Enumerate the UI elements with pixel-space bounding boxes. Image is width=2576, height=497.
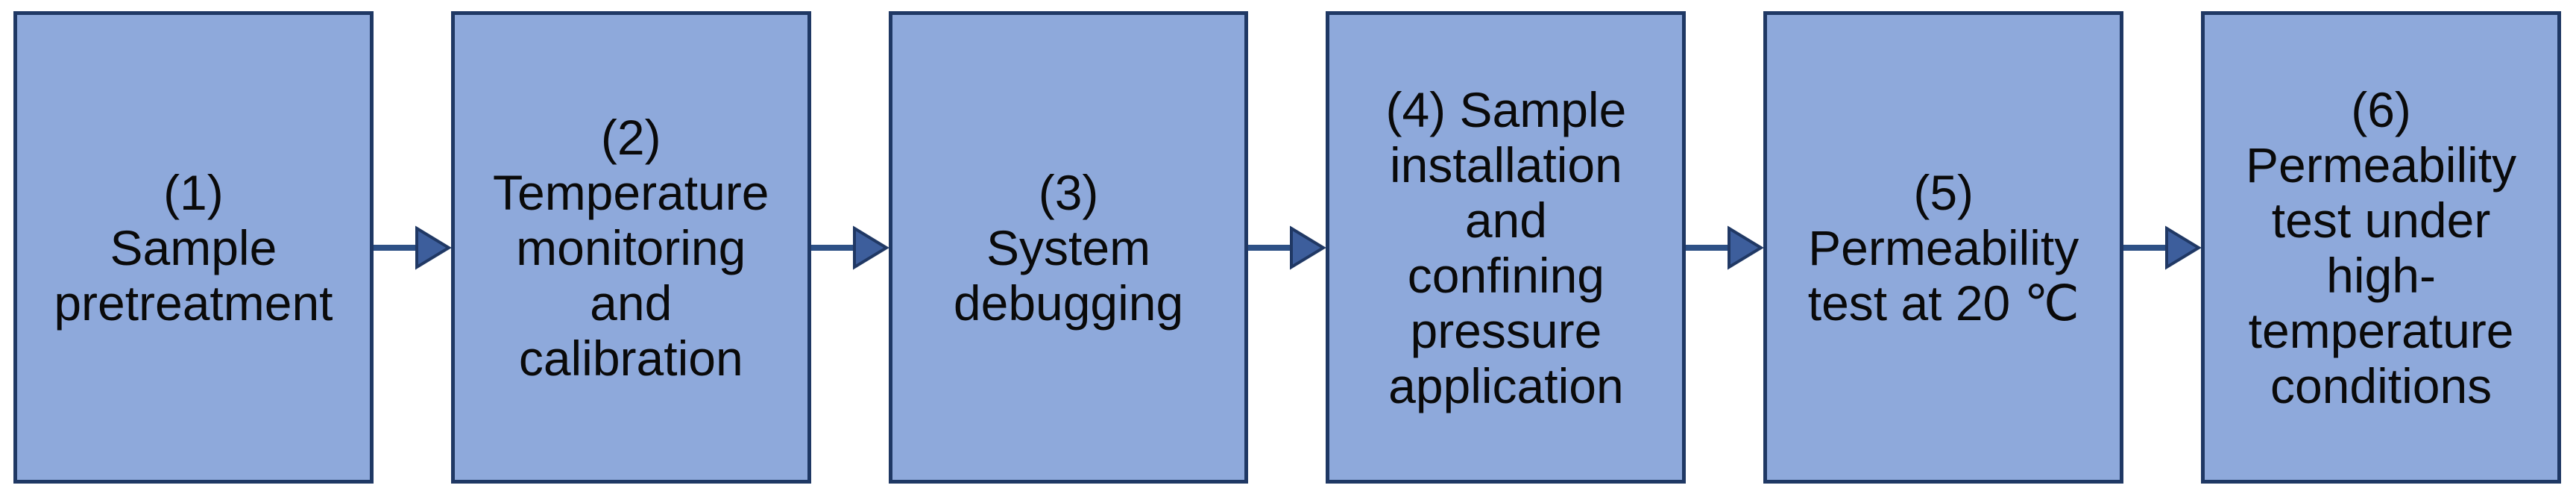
step-label-1: (1) Sample pretreatment bbox=[54, 164, 333, 331]
arrow-right-icon bbox=[1686, 225, 1764, 270]
step-box-6: (6) Permeability test under high- temper… bbox=[2201, 11, 2561, 484]
step-box-4: (4) Sample installation and confining pr… bbox=[1326, 11, 1687, 484]
step-label-2: (2) Temperature monitoring and calibrati… bbox=[492, 109, 769, 386]
step-label-3: (3) System debugging bbox=[953, 164, 1184, 331]
arrow-right-icon bbox=[1248, 225, 1326, 270]
step-label-4: (4) Sample installation and confining pr… bbox=[1385, 81, 1627, 413]
connector-1-2 bbox=[373, 11, 451, 484]
arrow-right-icon bbox=[373, 225, 451, 270]
arrow-right-icon bbox=[810, 225, 889, 270]
connector-4-5 bbox=[1686, 11, 1764, 484]
step-label-6: (6) Permeability test under high- temper… bbox=[2245, 81, 2517, 413]
step-box-1: (1) Sample pretreatment bbox=[13, 11, 374, 484]
step-label-5: (5) Permeability test at 20 ℃ bbox=[1807, 164, 2079, 331]
arrow-right-icon bbox=[2123, 225, 2202, 270]
step-box-3: (3) System debugging bbox=[888, 11, 1249, 484]
step-box-2: (2) Temperature monitoring and calibrati… bbox=[450, 11, 811, 484]
connector-3-4 bbox=[1248, 11, 1326, 484]
step-box-5: (5) Permeability test at 20 ℃ bbox=[1763, 11, 2124, 484]
connector-2-3 bbox=[810, 11, 889, 484]
connector-5-6 bbox=[2123, 11, 2202, 484]
